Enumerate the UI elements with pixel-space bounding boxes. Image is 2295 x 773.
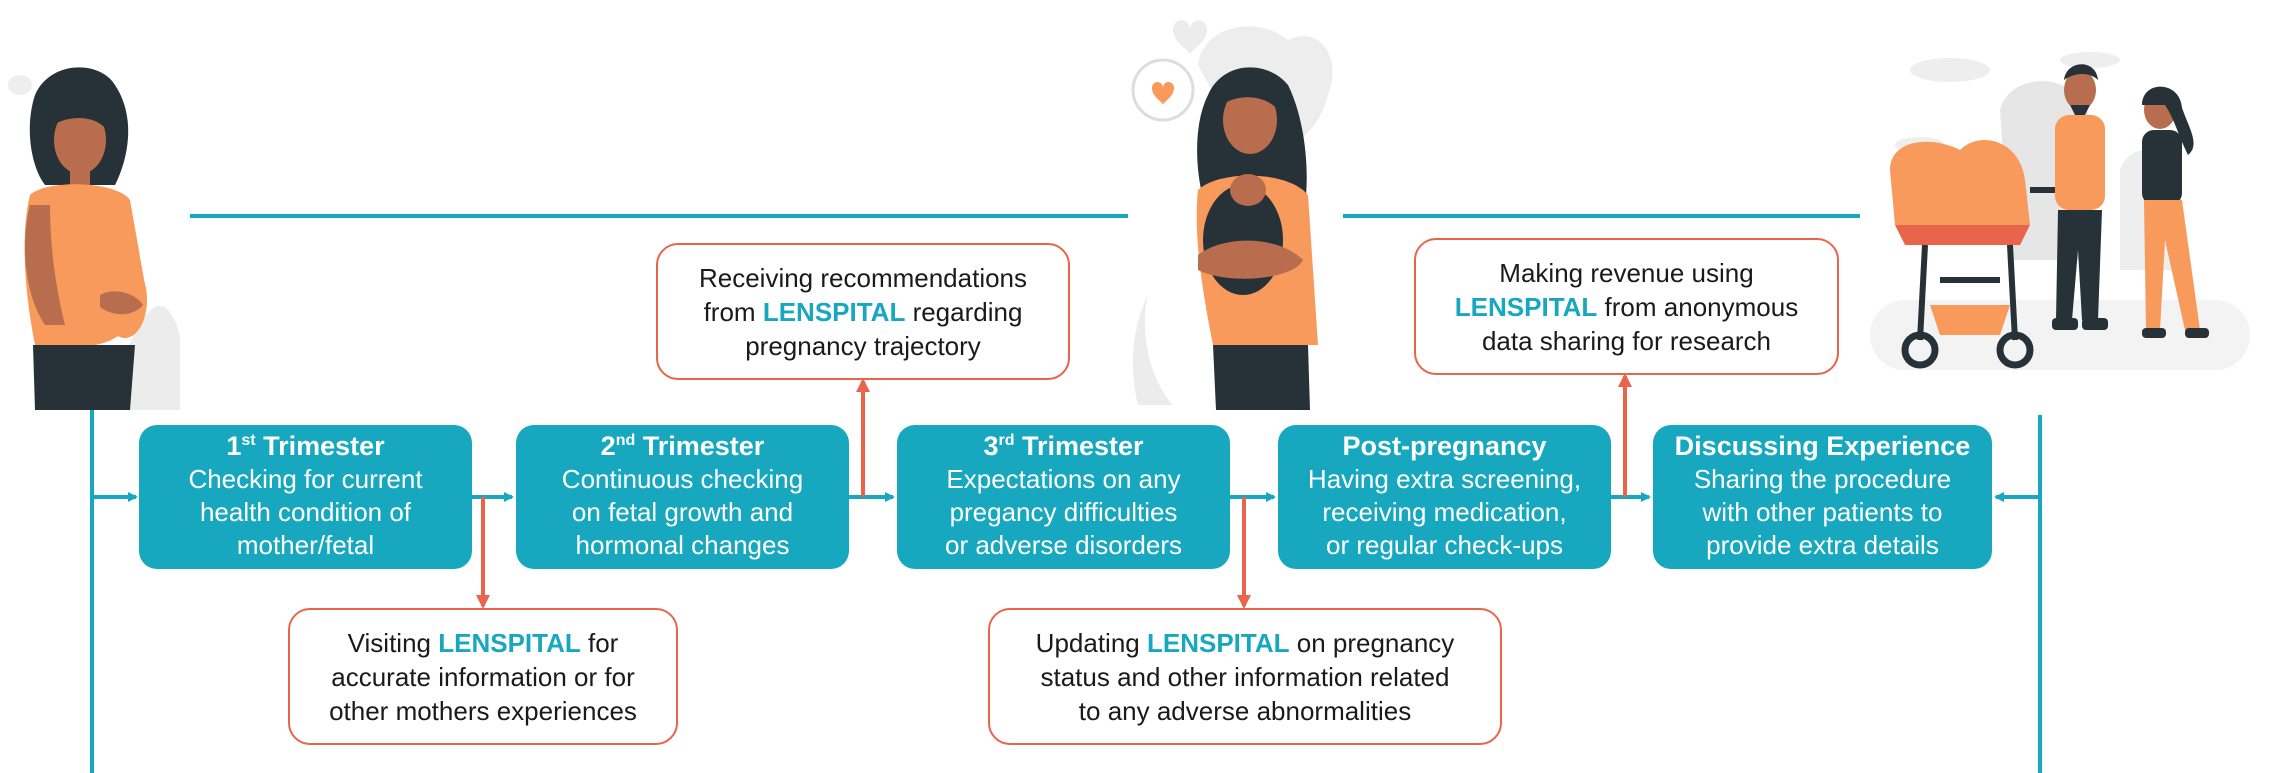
note-line: Receiving recommendations	[698, 262, 1028, 293]
mother-holding-baby-illustration	[1128, 5, 1343, 410]
note-line: data sharing for research	[1481, 325, 1772, 356]
stage-desc-line: with other patients to	[1702, 497, 1943, 527]
note-line: to any adverse abnormalities	[1078, 695, 1412, 726]
note-line: from LENSPITAL regarding	[703, 296, 1023, 327]
stage-desc-line: receiving medication,	[1322, 497, 1567, 527]
stage-title: Post-pregnancy	[1342, 431, 1547, 461]
note-line: accurate information or for	[331, 661, 635, 692]
note-line: Visiting LENSPITAL for	[347, 627, 619, 658]
note-receiving-recommendations: Receiving recommendations from LENSPITAL…	[656, 243, 1070, 380]
stage-desc-line: health condition of	[199, 497, 412, 527]
note-line: Making revenue using	[1499, 257, 1754, 288]
note-line: status and other information related	[1040, 661, 1450, 692]
stage-title: 1st Trimester	[226, 431, 385, 461]
note-making-revenue: Making revenue using LENSPITAL from anon…	[1414, 238, 1839, 375]
note-updating-lenspital: Updating LENSPITAL on pregnancy status a…	[988, 608, 1502, 745]
stage-post-pregnancy: Post-pregnancy Having extra screening, r…	[1278, 425, 1611, 569]
stage-2nd-trimester: 2nd Trimester Continuous checking on fet…	[516, 425, 849, 569]
brand-name: LENSPITAL	[762, 296, 906, 327]
stage-title: Discussing Experience	[1674, 431, 1971, 461]
note-line: other mothers experiences	[329, 695, 637, 726]
note-line: LENSPITAL from anonymous	[1454, 291, 1799, 322]
stage-desc-line: or regular check-ups	[1326, 530, 1563, 560]
brand-name: LENSPITAL	[438, 627, 581, 658]
stage-desc-line: hormonal changes	[575, 530, 790, 560]
stage-desc-line: Having extra screening,	[1307, 464, 1582, 494]
stage-title: 2nd Trimester	[600, 431, 765, 461]
stage-desc-line: on fetal growth and	[571, 497, 794, 527]
stage-discussing-experience: Discussing Experience Sharing the proced…	[1653, 425, 1992, 569]
stage-desc-line: mother/fetal	[236, 530, 375, 560]
pregnant-woman-illustration	[5, 55, 190, 410]
stage-1st-trimester: 1st Trimester Checking for current healt…	[139, 425, 472, 569]
note-visiting-lenspital: Visiting LENSPITAL for accurate informat…	[288, 608, 678, 745]
stage-title: 3rd Trimester	[983, 431, 1144, 461]
stage-desc-line: Continuous checking	[561, 464, 804, 494]
stage-desc-line: Sharing the procedure	[1693, 464, 1952, 494]
note-line: pregnancy trajectory	[745, 330, 981, 361]
stage-desc-line: provide extra details	[1706, 530, 1939, 560]
brand-name: LENSPITAL	[1146, 627, 1290, 658]
couple-with-stroller-illustration	[1860, 50, 2270, 415]
stage-desc-line: or adverse disorders	[945, 530, 1182, 560]
brand-name: LENSPITAL	[1454, 291, 1598, 322]
stage-desc-line: pregancy difficulties	[949, 497, 1178, 527]
note-line: Updating LENSPITAL on pregnancy	[1035, 627, 1455, 658]
stage-desc-line: Checking for current	[188, 464, 423, 494]
stage-3rd-trimester: 3rd Trimester Expectations on any pregan…	[897, 425, 1230, 569]
stage-desc-line: Expectations on any	[946, 464, 1181, 494]
